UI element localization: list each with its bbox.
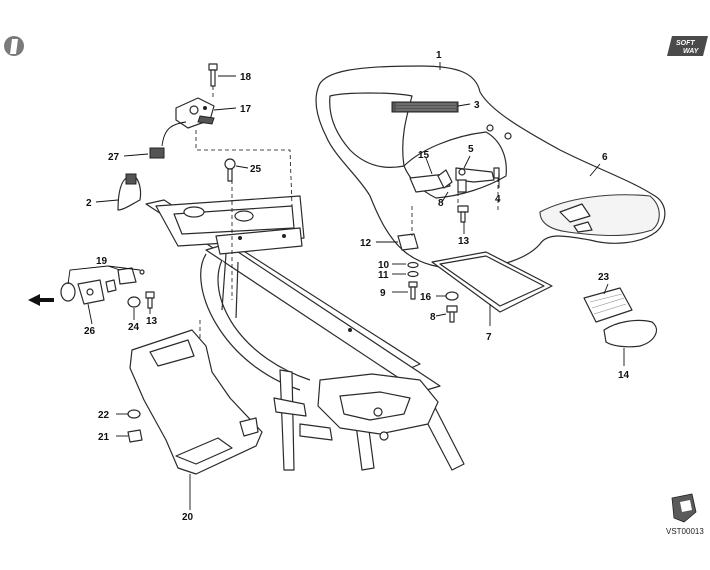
callout-23: 23 (598, 272, 610, 283)
seat-lock-17 (175, 97, 215, 129)
strap (603, 319, 657, 348)
callout-labels: 1 2 3 4 5 6 7 8 9 10 11 12 13 14 15 16 1… (84, 50, 630, 523)
bolt-13-left (145, 291, 155, 309)
brand-badge-icon: SOFT WAY (667, 36, 708, 56)
callout-21: 21 (98, 432, 110, 443)
callout-12: 12 (360, 238, 372, 249)
screw-25 (224, 158, 236, 182)
callout-11: 11 (378, 270, 389, 281)
screw-13-upper (457, 205, 469, 223)
seat-base-tray (431, 251, 553, 313)
latch-hook (455, 167, 500, 193)
assembly-guide-lines (195, 86, 499, 340)
callout-8-upper: 8 (438, 198, 444, 209)
section-tab-icon (4, 36, 24, 56)
callout-22: 22 (98, 410, 110, 421)
callout-24: 24 (128, 322, 140, 333)
callout-16: 16 (420, 292, 432, 303)
washer-24 (127, 296, 141, 308)
callout-3: 3 (474, 100, 480, 111)
callout-13-left: 13 (146, 316, 158, 327)
screw-8-lower (446, 305, 458, 323)
front-arrow-icon (28, 294, 54, 306)
lock-cable-27 (149, 121, 187, 159)
callout-10: 10 (378, 260, 390, 271)
tool-kit-pouch (583, 287, 633, 323)
callout-7: 7 (486, 332, 492, 343)
badge-line-2: WAY (683, 48, 700, 55)
drawing-code: VST00013 (666, 527, 704, 536)
leader-lines (67, 62, 625, 510)
rear-mudguard (129, 329, 263, 475)
bracket-12 (397, 233, 419, 251)
callout-15: 15 (418, 150, 430, 161)
screw-18 (208, 63, 218, 87)
washer-11 (407, 270, 419, 278)
seat (315, 65, 666, 269)
washer-16 (445, 291, 459, 301)
tail-bracket-26 (60, 279, 105, 305)
clip-19 (105, 267, 145, 293)
callout-25: 25 (250, 164, 262, 175)
callout-1: 1 (436, 50, 442, 61)
callout-18: 18 (240, 72, 252, 83)
bolt-9 (408, 281, 418, 300)
washer-22 (127, 409, 141, 419)
callout-14: 14 (618, 370, 630, 381)
callout-19: 19 (96, 256, 108, 267)
callout-27: 27 (108, 152, 120, 163)
callout-9: 9 (380, 288, 386, 299)
badge-line-1: SOFT (676, 40, 695, 47)
callout-4: 4 (495, 194, 501, 205)
callout-2: 2 (86, 198, 92, 209)
callout-17: 17 (240, 104, 252, 115)
callout-13-upper: 13 (458, 236, 470, 247)
cable-tie-2 (117, 173, 142, 211)
callout-8-lower: 8 (430, 312, 436, 323)
nut-21 (127, 429, 143, 443)
callout-6: 6 (602, 152, 608, 163)
callout-20: 20 (182, 512, 194, 523)
callout-5: 5 (468, 144, 474, 155)
washer-10 (407, 261, 419, 269)
rear-subframe (145, 195, 465, 471)
seat-latch-bracket (409, 169, 453, 193)
callout-26: 26 (84, 326, 96, 337)
pointer-hand-icon (671, 493, 697, 523)
